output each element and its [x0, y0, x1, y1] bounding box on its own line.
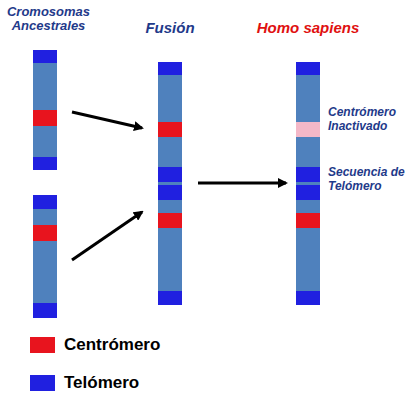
legend-text: Telómero: [64, 373, 139, 393]
annotation-label: Secuencia de Telómero: [328, 166, 412, 194]
telomere-band: [158, 291, 182, 305]
chromosome-arm: [33, 195, 57, 318]
inactive-centromere-band: [296, 122, 320, 137]
annotation-label: Centrómero Inactivado: [328, 106, 412, 134]
centromere-band: [33, 225, 57, 241]
chromosome-arm: [296, 62, 320, 305]
telomere-band: [296, 291, 320, 305]
fusion-arrow: [72, 112, 142, 128]
centromere-band: [158, 213, 182, 228]
chromosome-column: Homo sapiens: [286, 20, 330, 310]
telomere-band: [158, 62, 182, 75]
column-heading: Cromosomas Ancestrales: [0, 5, 99, 34]
centromere-band: [296, 213, 320, 228]
column-heading: Homo sapiens: [253, 20, 363, 37]
legend-text: Centrómero: [64, 335, 160, 355]
chromosome-arm: [158, 62, 182, 305]
telomere-band: [296, 185, 320, 200]
telomere-band: [296, 167, 320, 182]
telomere-band: [158, 185, 182, 200]
chromosome-arm: [33, 50, 57, 170]
telomere-band: [158, 167, 182, 182]
chromosome-column: Cromosomas Ancestrales: [25, 5, 72, 320]
telomere-band: [33, 195, 57, 209]
centromere-band: [33, 110, 57, 126]
legend-swatch: [30, 375, 55, 391]
column-heading: Fusión: [135, 20, 205, 37]
fusion-arrow: [72, 212, 142, 260]
telomere-band: [33, 50, 57, 63]
centromere-band: [158, 122, 182, 137]
telomere-band: [296, 62, 320, 75]
legend-swatch: [30, 337, 55, 353]
fusion-arrow: [198, 182, 286, 185]
chromosome-column: Fusión: [142, 20, 198, 310]
telomere-band: [33, 303, 57, 318]
telomere-band: [33, 157, 57, 170]
